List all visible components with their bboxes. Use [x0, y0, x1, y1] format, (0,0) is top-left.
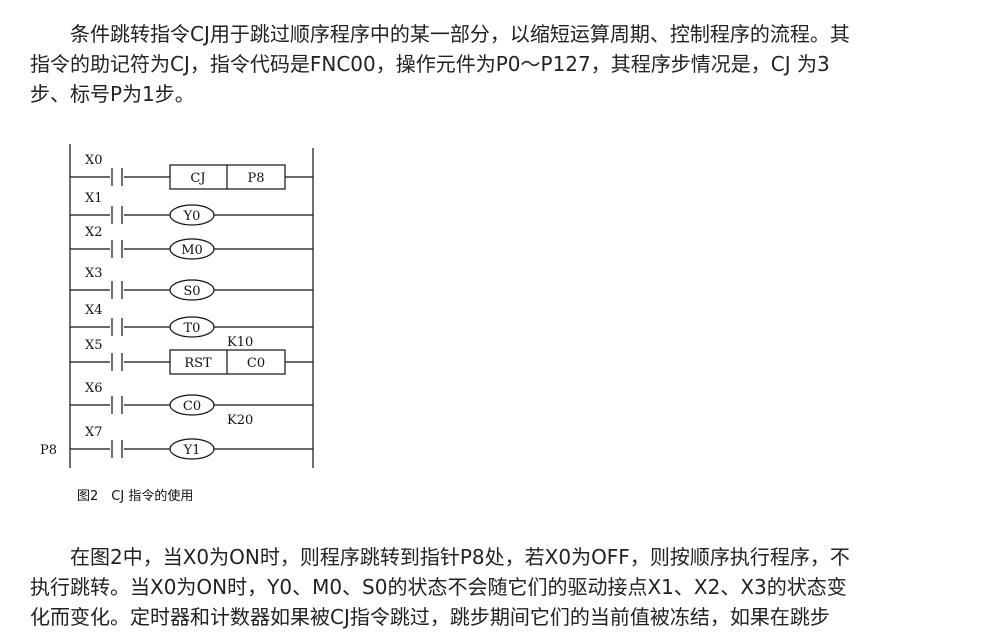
ladder-rung [70, 238, 313, 260]
text-line: 条件跳转指令CJ用于跳过顺序程序中的某一部分，以缩短运算周期、控制程序的流程。其 [70, 22, 850, 46]
ladder-rung [70, 164, 313, 190]
instruction-operand: P8 [247, 171, 264, 186]
text-line: 步、标号P为1步。 [30, 82, 195, 106]
text-line: 在图2中，当X0为ON时，则程序跳转到指针P8处，若X0为OFF，则按顺序执行程… [70, 545, 850, 569]
contact-label: X3 [85, 266, 103, 281]
intro-paragraph: 条件跳转指令CJ用于跳过顺序程序中的某一部分，以缩短运算周期、控制程序的流程。其… [30, 19, 980, 109]
ladder-rung [70, 204, 313, 226]
contact-label: X5 [85, 338, 103, 353]
ladder-rung [70, 394, 313, 416]
text-line: 化而变化。定时器和计数器如果被CJ指令跳过，跳步期间它们的当前值被冻结，如果在跳… [30, 605, 830, 629]
ladder-rung [70, 279, 313, 301]
pointer-label: P8 [40, 443, 57, 458]
instruction-mnemonic: CJ [190, 171, 205, 186]
coil-label: S0 [183, 284, 200, 299]
setting-label: K20 [227, 413, 253, 428]
ladder-rung [70, 438, 313, 460]
ladder-rung [70, 316, 313, 338]
ladder-rung [70, 349, 313, 375]
coil-label: M0 [181, 243, 203, 258]
contact-label: X2 [85, 225, 103, 240]
contact-label: X4 [85, 303, 103, 318]
contact-label: X7 [85, 425, 103, 440]
contact-label: X0 [85, 153, 103, 168]
coil-label: C0 [183, 399, 201, 414]
coil-label: Y0 [183, 209, 201, 224]
contact-label: X6 [85, 381, 103, 396]
text-line: 执行跳转。当X0为ON时，Y0、M0、S0的状态不会随它们的驱动接点X1、X2、… [30, 575, 847, 599]
figure-caption: 图2 CJ 指令的使用 [77, 489, 194, 504]
explanation-paragraph: 在图2中，当X0为ON时，则程序跳转到指针P8处，若X0为OFF，则按顺序执行程… [30, 542, 980, 632]
setting-label: K10 [227, 335, 253, 350]
contact-label: X1 [85, 191, 103, 206]
coil-label: Y1 [183, 443, 201, 458]
instruction-mnemonic: RST [184, 356, 212, 371]
instruction-operand: C0 [247, 356, 265, 371]
coil-label: T0 [184, 321, 201, 336]
text-line: 指令的助记符为CJ，指令代码是FNC00，操作元件为P0～P127，其程序步情况… [30, 52, 830, 76]
